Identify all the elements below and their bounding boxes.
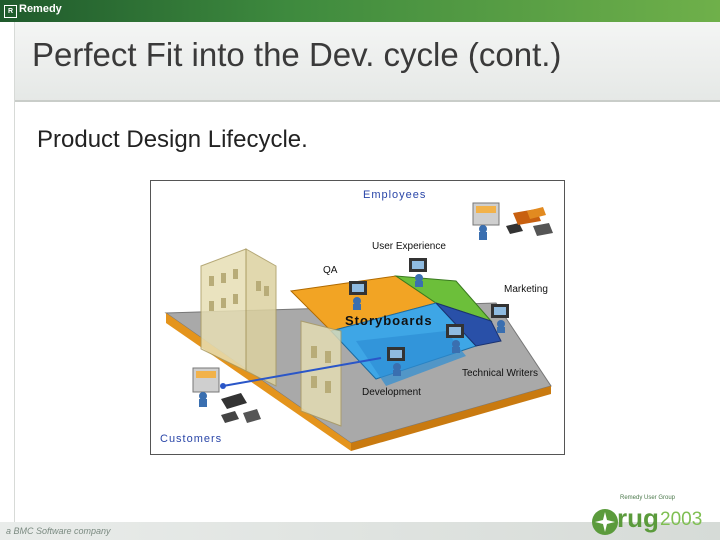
label-technical-writers: Technical Writers	[462, 368, 538, 379]
label-customers: Customers	[160, 433, 222, 445]
rug-2003-logo: Remedy User Group rug 2003	[590, 495, 715, 540]
company-tagline: a BMC Software company	[6, 526, 111, 536]
building-front	[301, 321, 341, 426]
label-marketing: Marketing	[504, 284, 548, 295]
employees-devices	[473, 203, 553, 240]
rug-star-icon	[590, 507, 620, 537]
slide-subtitle: Product Design Lifecycle.	[37, 126, 308, 154]
left-rule	[14, 22, 15, 522]
brand-name: Remedy	[19, 3, 62, 15]
label-qa: QA	[323, 265, 337, 276]
rug-word: rug	[617, 503, 659, 534]
building-left	[201, 249, 246, 371]
title-divider	[15, 100, 720, 102]
rug-group-text: Remedy User Group	[620, 495, 675, 501]
rug-year: 2003	[660, 509, 702, 531]
remedy-mark-icon: R	[4, 5, 17, 18]
label-employees: Employees	[363, 189, 426, 201]
label-user-experience: User Experience	[372, 241, 446, 252]
customer-link-dot	[220, 383, 226, 389]
slide-title: Perfect Fit into the Dev. cycle (cont.)	[32, 36, 561, 74]
label-development: Development	[362, 387, 421, 398]
building-side	[246, 249, 276, 386]
lifecycle-diagram: Employees User Experience QA Marketing S…	[150, 180, 565, 455]
label-storyboards: Storyboards	[345, 313, 433, 328]
